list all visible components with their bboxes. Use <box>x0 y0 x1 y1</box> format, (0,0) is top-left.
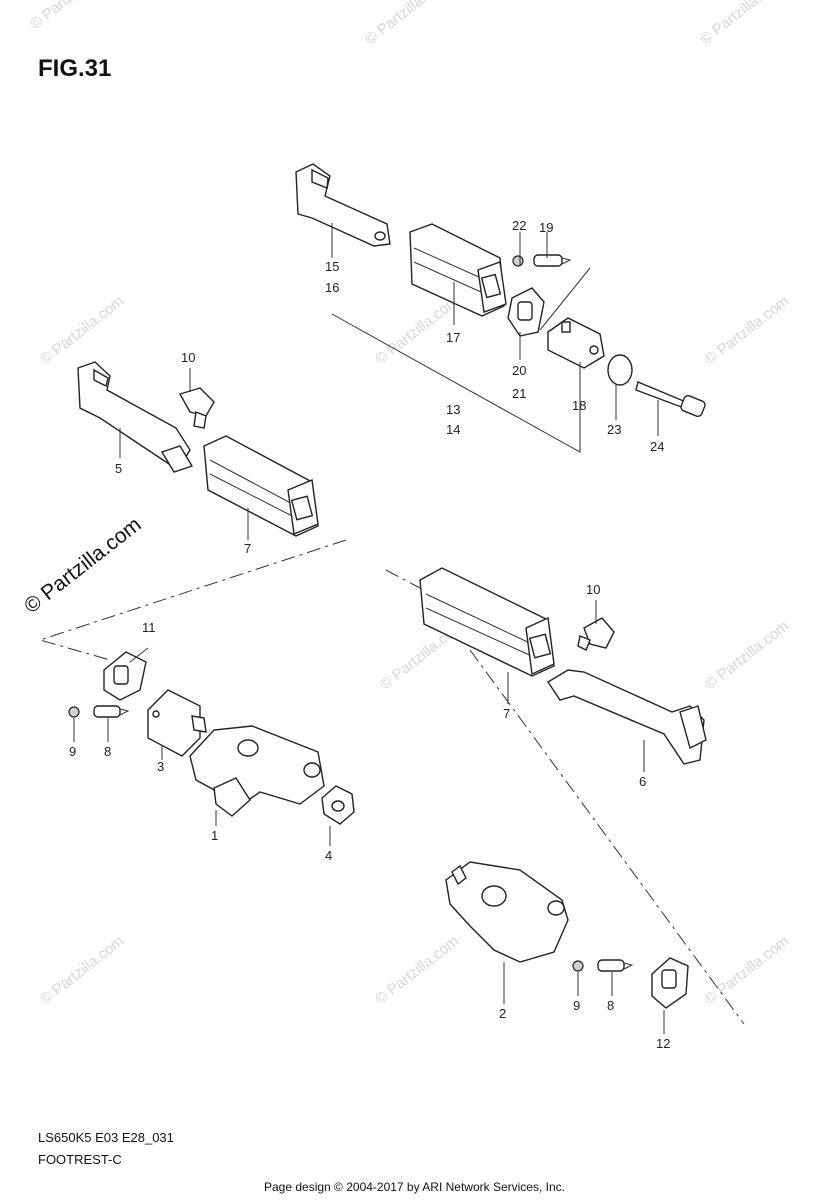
part-washer-23 <box>607 354 633 386</box>
watermark-tile: © Partzilla.com <box>697 0 787 48</box>
part-footrest-bar-5 <box>77 361 194 473</box>
part-pin-22 <box>512 255 524 267</box>
callout-3: 3 <box>157 759 164 774</box>
callout-23: 23 <box>607 422 621 437</box>
part-footrest-rubber-7-lower <box>419 567 555 677</box>
callout-7-lower: 7 <box>503 706 510 721</box>
group-name: FOOTREST-C <box>38 1152 122 1167</box>
watermark-tile: © Partzilla.com <box>362 0 452 48</box>
part-bracket-18 <box>547 317 605 369</box>
assembly-front-footrest-right <box>385 567 745 1025</box>
callout-5: 5 <box>115 461 122 476</box>
part-plate-20-21 <box>507 287 545 337</box>
callout-21: 21 <box>512 386 526 401</box>
part-plate-12 <box>651 957 689 1009</box>
callout-9-right: 9 <box>573 998 580 1013</box>
watermark-tile: © Partzilla.com <box>372 933 462 1009</box>
watermark-tiles: © Partzilla.com © Partzilla.com © Partzi… <box>27 0 792 1008</box>
part-footrest-rubber-7-upper <box>203 435 319 537</box>
assembly-rear-footrest-left <box>295 163 706 453</box>
watermark-tile: © Partzilla.com <box>37 933 127 1009</box>
part-spring-8-right <box>597 959 634 972</box>
part-bracket-1 <box>189 725 325 817</box>
callout-9-left: 9 <box>69 744 76 759</box>
callout-7-upper: 7 <box>244 541 251 556</box>
callout-24: 24 <box>650 439 664 454</box>
part-clip-10-lower <box>577 617 615 651</box>
watermark-tile: © Partzilla.com <box>702 933 792 1009</box>
callout-1: 1 <box>211 828 218 843</box>
part-bolt-24 <box>635 381 706 418</box>
part-spring-19 <box>533 254 572 267</box>
callout-15: 15 <box>325 259 339 274</box>
callout-4: 4 <box>325 848 332 863</box>
callout-17: 17 <box>446 330 460 345</box>
callout-14: 14 <box>446 422 460 437</box>
figure-title: FIG.31 <box>38 55 112 82</box>
callout-11: 11 <box>142 620 156 635</box>
part-nut-4 <box>321 785 355 825</box>
callout-13: 13 <box>446 402 460 417</box>
assembly-front-footrest-left <box>38 361 355 825</box>
part-pin-9-right <box>572 960 584 972</box>
callout-8-right: 8 <box>607 998 614 1013</box>
model-code: LS650K5 E03 E28_031 <box>38 1130 174 1145</box>
callout-12: 12 <box>656 1036 670 1051</box>
part-plate-11 <box>103 651 147 701</box>
callout-10-upper: 10 <box>181 350 195 365</box>
watermark-tile: © Partzilla.com <box>702 618 792 694</box>
part-spring-8-left <box>93 705 130 718</box>
part-footrest-rubber-17 <box>409 223 507 317</box>
callout-18: 18 <box>572 398 586 413</box>
leader-lines <box>73 223 665 1034</box>
part-bracket-2 <box>445 861 569 963</box>
callout-8-left: 8 <box>104 744 111 759</box>
part-pin-9-left <box>68 706 80 718</box>
footer-credit: Page design © 2004-2017 by ARI Network S… <box>263 1180 565 1194</box>
callout-20: 20 <box>512 363 526 378</box>
callout-10-lower: 10 <box>586 582 600 597</box>
watermark-tile: © Partzilla.com <box>27 0 117 33</box>
callout-16: 16 <box>325 280 339 295</box>
callout-19: 19 <box>539 220 553 235</box>
watermark-tile: © Partzilla.com <box>702 293 792 369</box>
part-footrest-bar-6 <box>547 669 707 765</box>
part-clip-10-upper <box>178 387 215 429</box>
callout-2: 2 <box>499 1006 506 1021</box>
watermark-tile: © Partzilla.com <box>37 293 127 369</box>
callout-22: 22 <box>512 218 526 233</box>
part-block-3 <box>147 689 207 757</box>
part-footrest-bar-15-16 <box>295 163 391 247</box>
callout-6: 6 <box>639 774 646 789</box>
callout-labels: 22 19 15 16 17 20 21 18 13 14 23 24 10 5… <box>69 218 670 1051</box>
